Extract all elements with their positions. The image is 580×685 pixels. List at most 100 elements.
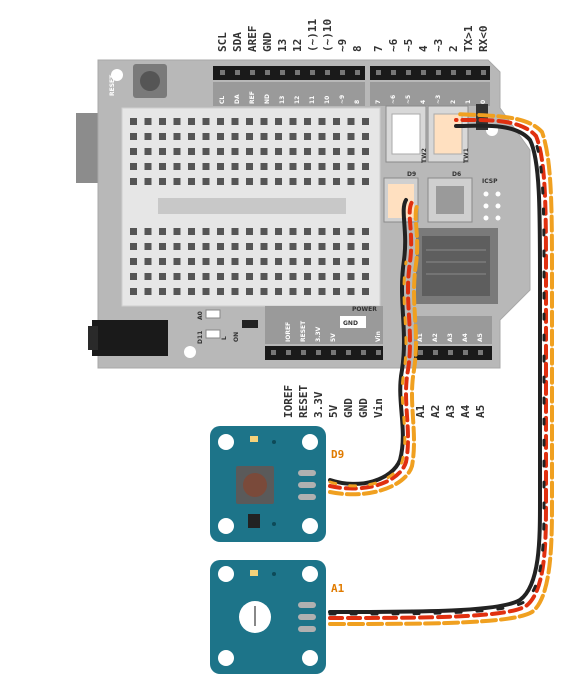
breadboard-hole: [304, 288, 311, 295]
push-button[interactable]: [236, 466, 274, 504]
bottom-pin-label: GND: [342, 398, 355, 418]
port-tw2-label: TW2: [421, 148, 428, 163]
breadboard-hole: [304, 243, 311, 250]
breadboard-hole: [130, 148, 137, 155]
silk-bottom-label: Vin: [375, 331, 382, 342]
silk-top-label: 2: [450, 100, 457, 104]
top-pin-label: ~6: [387, 38, 400, 52]
breadboard-hole: [173, 288, 181, 295]
breadboard-hole: [289, 258, 297, 265]
icsp-header: [483, 191, 501, 221]
breadboard-hole: [202, 228, 210, 235]
breadboard-hole: [173, 243, 181, 250]
breadboard-hole: [362, 273, 369, 280]
top-pin-label: RX<0: [477, 26, 490, 53]
bottom-pin-label: A2: [429, 405, 442, 418]
power-label: POWER: [352, 306, 377, 313]
breadboard-hole: [202, 273, 210, 280]
breadboard-hole: [304, 258, 311, 265]
header-pin: [340, 70, 345, 75]
breadboard-hole: [289, 133, 297, 140]
header-pin: [376, 350, 381, 355]
breadboard-hole: [188, 178, 195, 185]
breadboard-hole: [304, 133, 311, 140]
silk-bottom-label: A2: [432, 333, 439, 342]
breadboard-hole: [246, 163, 253, 170]
breadboard-hole: [246, 148, 253, 155]
breadboard-hole: [159, 228, 166, 235]
breadboard-hole: [159, 273, 166, 280]
icsp-pin: [495, 203, 501, 209]
breadboard-hole: [246, 228, 253, 235]
reset-label: RESET: [109, 74, 116, 96]
breadboard-hole: [202, 178, 210, 185]
breadboard-hole: [130, 258, 137, 265]
breadboard-hole: [144, 243, 152, 250]
breadboard-hole: [217, 273, 224, 280]
silk-top-label: 7: [375, 100, 382, 104]
header-pin: [406, 70, 411, 75]
breadboard-hole: [144, 148, 152, 155]
breadboard-hole: [130, 163, 137, 170]
silk-top-label: REF: [249, 91, 256, 104]
header-pin: [310, 70, 315, 75]
icsp-pin: [495, 191, 501, 197]
grove-port-d6: [427, 177, 473, 223]
silk-top-label: ~3: [435, 95, 442, 104]
header-pin: [436, 70, 441, 75]
header-pin: [478, 350, 483, 355]
breadboard-hole: [275, 178, 282, 185]
silk-bottom-label: RESET: [300, 320, 307, 342]
reset-button[interactable]: [133, 64, 167, 98]
breadboard-hole: [275, 243, 282, 250]
breadboard-hole: [217, 243, 224, 250]
breadboard-hole: [260, 178, 268, 185]
icsp-pin: [495, 215, 501, 221]
port-tw1-label: TW1: [463, 148, 470, 163]
breadboard-hole: [173, 178, 181, 185]
breadboard-hole: [231, 133, 239, 140]
breadboard-hole: [202, 148, 210, 155]
silk-top-label: 10: [324, 96, 331, 104]
breadboard-hole: [289, 118, 297, 125]
breadboard-hole: [246, 178, 253, 185]
port-d6-label: D6: [452, 171, 461, 178]
breadboard-hole: [318, 273, 326, 280]
led-l-label: L: [221, 336, 228, 340]
header-pin: [421, 70, 426, 75]
breadboard-hole: [217, 288, 224, 295]
breadboard-hole: [304, 273, 311, 280]
top-pin-label: TX>1: [462, 25, 475, 52]
breadboard-hole: [260, 258, 268, 265]
breadboard-hole: [275, 288, 282, 295]
button-module: [210, 426, 326, 542]
silk-top-label: DA: [234, 94, 241, 104]
port-d9-label: D9: [407, 171, 416, 178]
breadboard-hole: [347, 118, 355, 125]
breadboard-hole: [159, 243, 166, 250]
breadboard-hole: [173, 118, 181, 125]
breadboard-hole: [188, 243, 195, 250]
breadboard-hole: [217, 178, 224, 185]
icsp-pin: [483, 215, 489, 221]
potentiometer-knob[interactable]: [239, 601, 271, 633]
icsp-pin: [483, 203, 489, 209]
silk-bottom-label: A5: [477, 333, 484, 342]
top-pin-label: 4: [417, 45, 430, 52]
breadboard-hole: [275, 148, 282, 155]
silk-top-label: 1: [465, 100, 472, 104]
breadboard-hole: [173, 148, 181, 155]
header-pin: [280, 70, 285, 75]
breadboard-hole: [304, 148, 311, 155]
top-pin-label: SCL: [216, 32, 229, 52]
top-pin-label: GND: [261, 32, 274, 52]
breadboard-hole: [231, 228, 239, 235]
mounting-hole: [184, 346, 196, 358]
breadboard-hole: [260, 133, 268, 140]
breadboard-hole: [347, 243, 355, 250]
breadboard-hole: [347, 273, 355, 280]
breadboard-hole: [144, 178, 152, 185]
top-pin-label: 13: [276, 39, 289, 52]
header-pin: [481, 70, 486, 75]
